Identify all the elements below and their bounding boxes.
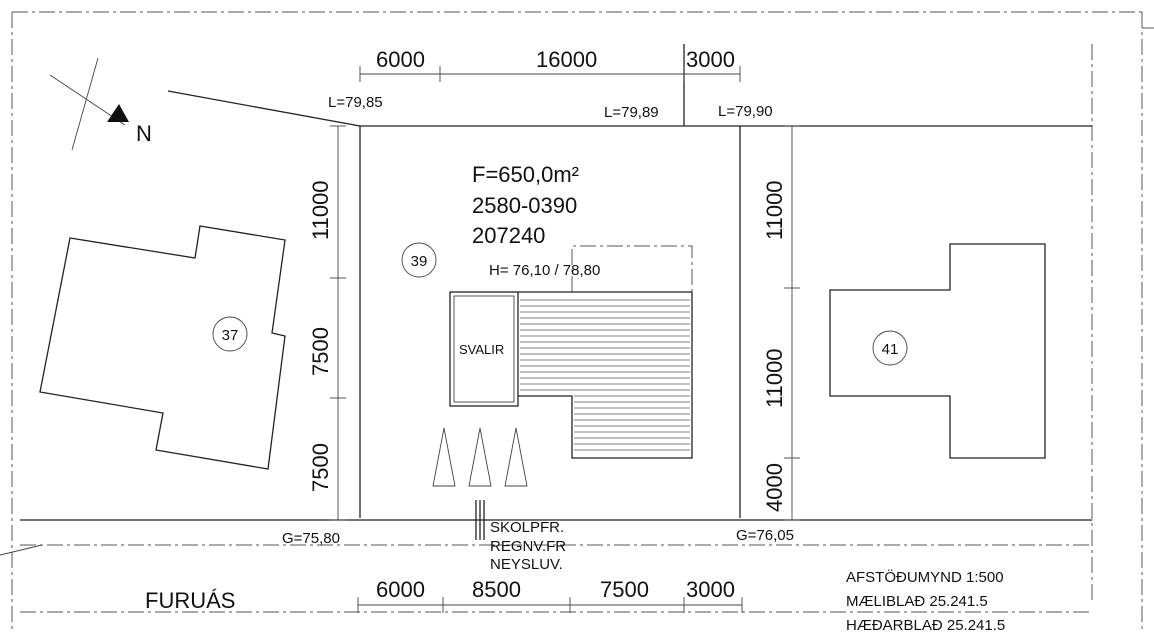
bottom-dimension-line: [357, 597, 743, 613]
plot-area: F=650,0m²: [472, 162, 579, 187]
house-roof-hatching: [520, 299, 690, 451]
lot-39-marker: [401, 242, 437, 278]
sheet-frame: [11, 11, 1154, 632]
street-name: FURUÁS: [145, 588, 235, 613]
lot-37-marker: [212, 316, 248, 352]
building-envelope: [571, 245, 693, 292]
elevation-g-left: G=75,80: [282, 530, 340, 547]
north-arrow-icon: [49, 57, 129, 151]
dim-top-1: 6000: [376, 47, 425, 72]
utility-rainwater-label: REGNV.FR: [490, 538, 566, 555]
dim-right-1: 11000: [762, 180, 787, 240]
dim-right-3: 4000: [762, 463, 787, 512]
dim-top-3: 3000: [686, 47, 735, 72]
dim-top-2: 16000: [536, 47, 597, 72]
right-dimension-line: [784, 125, 800, 521]
left-dimension-line: [330, 125, 346, 521]
balcony-label: SVALIR: [459, 342, 504, 357]
plot-boundary-lines: [20, 44, 1092, 521]
dim-bottom-1: 6000: [376, 577, 425, 602]
street-lines: [0, 544, 1092, 613]
plot-land-id: 2580-0390: [472, 193, 577, 218]
house-39-outline: [449, 291, 693, 459]
lot-41-marker: [872, 330, 908, 366]
utility-water-label: NEYSLUV.: [490, 556, 563, 573]
house-height: H= 76,10 / 78,80: [489, 262, 600, 279]
note-height-sheet: HÆÐARBLAÐ 25.241.5: [846, 617, 1005, 634]
dim-left-1: 11000: [308, 180, 333, 240]
lot-37-number: 37: [222, 327, 239, 344]
dim-bottom-4: 3000: [686, 577, 735, 602]
elevation-l-mid: L=79,89: [604, 104, 659, 121]
elevation-l-right: L=79,90: [718, 103, 773, 120]
tree-symbols: [432, 427, 528, 487]
dim-bottom-2: 8500: [472, 577, 521, 602]
dim-bottom-3: 7500: [600, 577, 649, 602]
north-label: N: [136, 121, 152, 146]
lot-39-number: 39: [411, 253, 428, 270]
plot-property-id: 207240: [472, 223, 545, 248]
top-dimension-line: [359, 66, 741, 82]
house-41-outline: [829, 243, 1046, 459]
dim-left-2: 7500: [308, 327, 333, 376]
elevation-l-left: L=79,85: [328, 94, 383, 111]
utility-sewer-label: SKOLPFR.: [490, 519, 564, 536]
elevation-g-right: G=76,05: [736, 527, 794, 544]
dim-left-3: 7500: [308, 443, 333, 492]
lot-41-number: 41: [882, 341, 899, 358]
house-37-outline: [39, 225, 286, 470]
note-site-plan: AFSTÖÐUMYND 1:500: [846, 568, 1004, 586]
dim-right-2: 11000: [762, 348, 787, 408]
note-survey-sheet: MÆLIBLAÐ 25.241.5: [846, 593, 988, 610]
utility-connection-lines: [475, 500, 485, 540]
